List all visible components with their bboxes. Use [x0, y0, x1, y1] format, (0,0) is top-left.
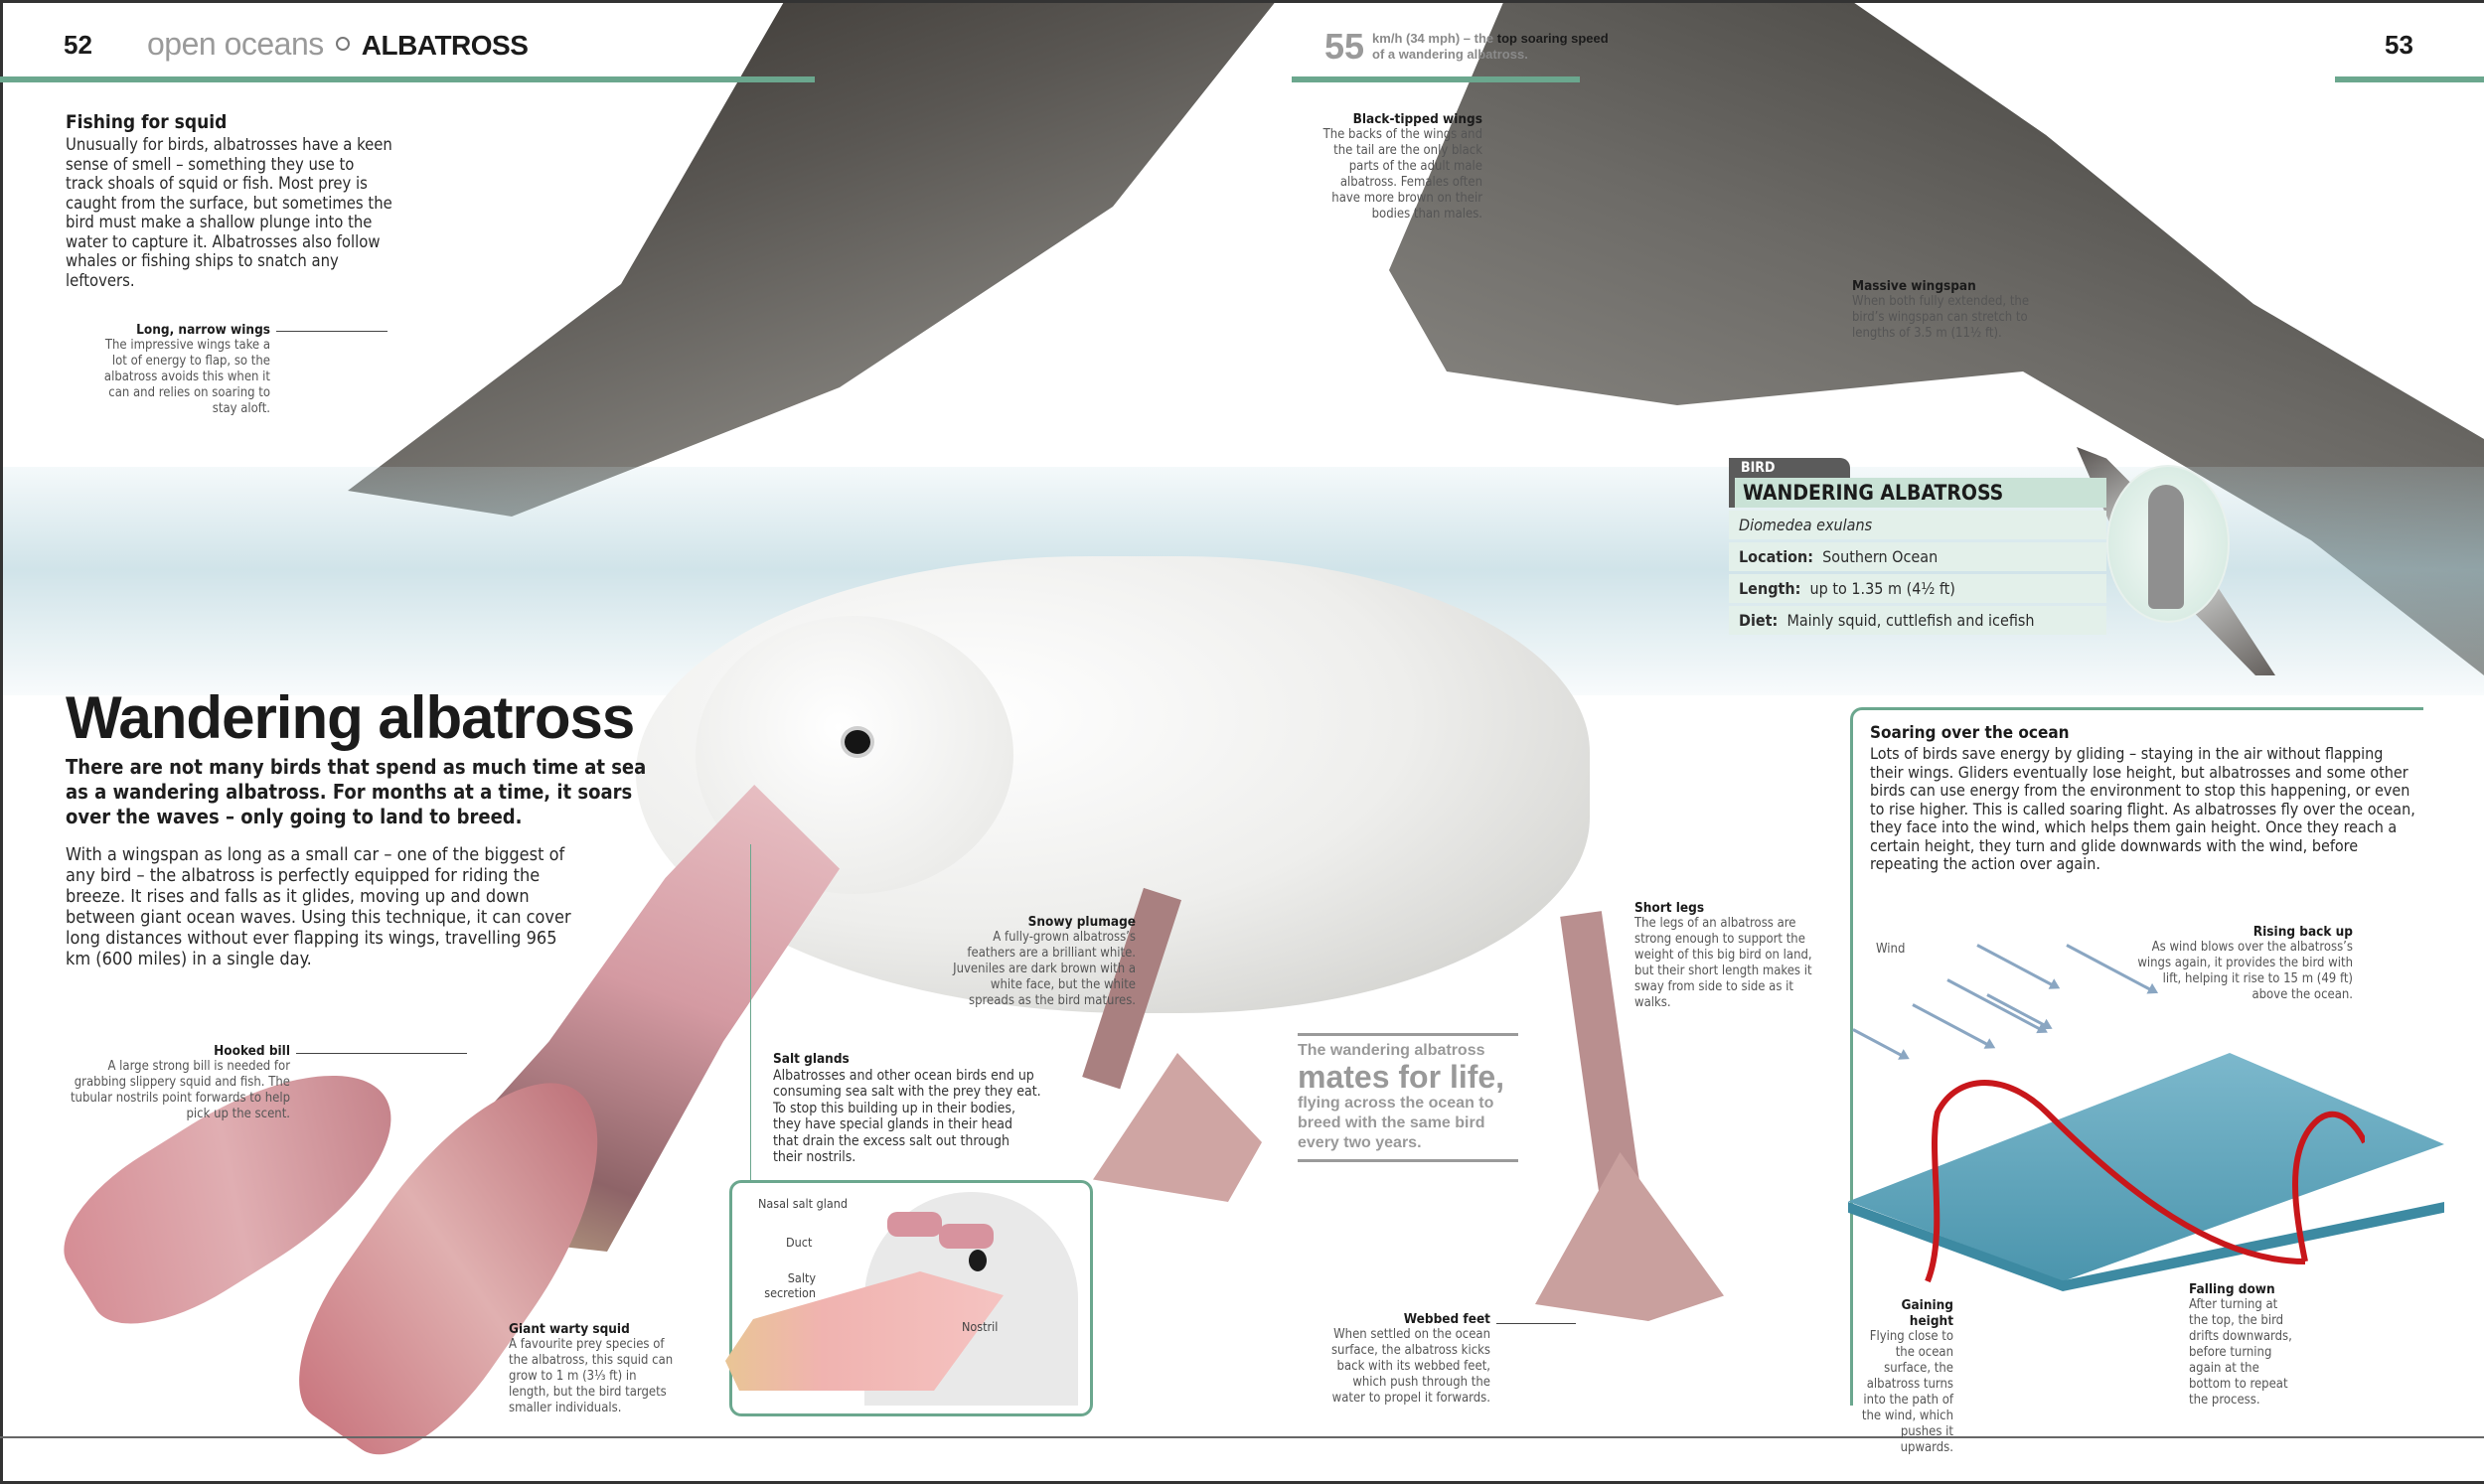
- card-species-name: WANDERING ALBATROSS: [1729, 478, 2106, 508]
- human-silhouette-icon: [2148, 485, 2184, 609]
- callout-long-wings: Long, narrow wings The impressive wings …: [103, 322, 270, 416]
- soaring-panel: [1850, 707, 2423, 1406]
- species-fact-card: BIRD WANDERING ALBATROSS Diomedea exulan…: [1729, 457, 2106, 635]
- pull-quote: The wandering albatross mates for life, …: [1298, 1033, 1518, 1162]
- intro-body: With a wingspan as long as a small car –…: [66, 844, 571, 969]
- callout-black-tipped-wings: Black-tipped wings The backs of the wing…: [1322, 111, 1482, 222]
- label-nasal-salt-gland: Nasal salt gland: [758, 1196, 849, 1211]
- card-row-diet: Diet: Mainly squid, cuttlefish and icefi…: [1729, 606, 2106, 635]
- leader-line: [276, 331, 388, 332]
- diagram-eye: [969, 1250, 987, 1271]
- soaring-heading: Soaring over the ocean: [1870, 723, 2070, 743]
- soaring-body: Lots of birds save energy by gliding – s…: [1870, 744, 2415, 873]
- callout-falling-down: Falling down After turning at the top, t…: [2189, 1281, 2292, 1408]
- flight-path-arrow: [1925, 1080, 2365, 1283]
- header-rule-right: [2335, 76, 2484, 82]
- intro-lead: There are not many birds that spend as m…: [66, 755, 647, 828]
- callout-rising-back-up: Rising back up As wind blows over the al…: [2137, 924, 2353, 1002]
- fishing-heading: Fishing for squid: [66, 111, 228, 133]
- footer-rule: [0, 1436, 2484, 1438]
- page-number-right: 53: [2385, 30, 2413, 60]
- page-border-top: [0, 0, 2484, 3]
- callout-massive-wingspan: Massive wingspan When both fully extende…: [1852, 278, 2030, 341]
- callout-hooked-bill: Hooked bill A large strong bill is neede…: [70, 1043, 290, 1121]
- label-duct: Duct: [786, 1235, 813, 1250]
- wind-label: Wind: [1876, 942, 1906, 957]
- albatross-eye: [845, 730, 870, 754]
- running-head: open oceans ALBATROSS: [147, 26, 529, 63]
- leader-line: [296, 1053, 467, 1054]
- card-row-length: Length: up to 1.35 m (4½ ft): [1729, 574, 2106, 603]
- section-name: open oceans: [147, 26, 324, 62]
- header-rule-middle: [1292, 76, 1580, 82]
- albatross-right-foot: [1535, 1152, 1724, 1321]
- label-nostril: Nostril: [962, 1319, 999, 1334]
- page-border-bottom: [0, 1481, 2484, 1484]
- speed-fact: 55 km/h (34 mph) – the top soaring speed…: [1324, 26, 1609, 68]
- diagram-gland-1: [887, 1212, 942, 1237]
- card-row-location: Location: Southern Ocean: [1729, 542, 2106, 571]
- fishing-body: Unusually for birds, albatrosses have a …: [66, 135, 392, 290]
- header-rule-left: [0, 76, 815, 82]
- callout-gaining-height: Gaining height Flying close to the ocean…: [1861, 1297, 1953, 1455]
- callout-webbed-feet: Webbed feet When settled on the ocean su…: [1330, 1311, 1490, 1406]
- page-border-left: [0, 0, 3, 1484]
- page-title: Wandering albatross: [66, 684, 635, 751]
- bullet-icon: [335, 37, 350, 52]
- card-category: BIRD: [1729, 458, 1850, 478]
- callout-snowy-plumage: Snowy plumage A fully-grown albatross’s …: [953, 914, 1136, 1008]
- salt-gland-pointer: [750, 844, 751, 1182]
- page-number-left: 52: [64, 30, 92, 60]
- callout-short-legs: Short legs The legs of an albatross are …: [1634, 900, 1812, 1010]
- fact-text: km/h (34 mph) – the top soaring speed of…: [1372, 31, 1609, 62]
- leader-line: [1496, 1323, 1576, 1324]
- card-latin-name: Diomedea exulans: [1729, 511, 2106, 539]
- topic-name: ALBATROSS: [361, 30, 529, 61]
- fact-number: 55: [1324, 26, 1365, 67]
- callout-giant-warty-squid: Giant warty squid A favourite prey speci…: [509, 1321, 674, 1415]
- label-salty-secretion: Salty secretion: [764, 1270, 816, 1300]
- diagram-gland-2: [939, 1224, 994, 1249]
- callout-salt-glands: Salt glands Albatrosses and other ocean …: [773, 1051, 1041, 1165]
